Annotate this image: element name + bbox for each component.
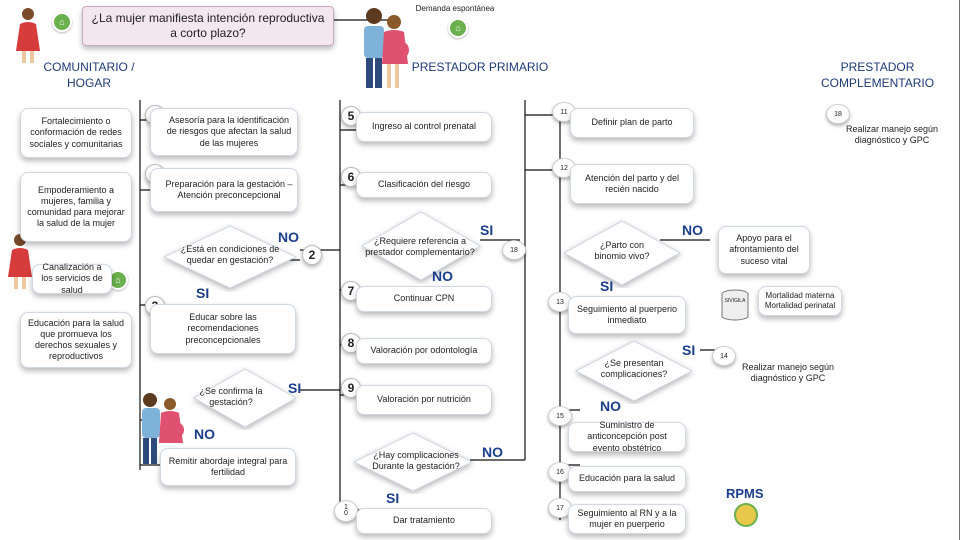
continue-cpn-box: Continuar CPN [356,286,492,312]
risk-counseling-text: Asesoría para la identificación de riesg… [166,115,292,148]
rpms-badge-icon [734,503,758,527]
answer-no: NO [600,398,621,414]
home-icon: ⌂ [448,18,468,38]
community-empowerment-box: Empoderamiento a mujeres, familia y comu… [20,172,132,242]
birth-plan-box: Definir plan de parto [570,108,694,138]
nutrition-assessment-text: Valoración por nutrición [377,394,471,405]
delivery-care-text: Atención del parto y del recién nacido [584,172,680,194]
contraception-box: Suministro de anticoncepción post evento… [568,420,686,453]
decision-diamond [352,432,474,492]
community-referral-box: Canalización a los servicios de salud [32,262,112,295]
community-networks-box: Fortalecimiento o conformación de redes … [20,108,132,158]
newborn-followup-box: Seguimiento al RN y a la mujer en puerpe… [568,504,686,534]
coping-support-text: Apoyo para el afrontamiento del suceso v… [729,233,799,266]
referral-question: ¿Requiere referencia a prestador complem… [365,236,475,258]
fertility-referral-text: Remitir abordaje integral para fertilida… [168,455,288,477]
couple-figure-icon [364,8,409,88]
answer-no: NO [682,222,703,238]
continue-cpn-text: Continuar CPN [393,293,455,304]
pregnancy-confirmed-question: ¿Se confirma la gestación? [199,386,263,408]
answer-yes: SI [386,490,400,506]
fertility-referral-box: Remitir abordaje integral para fertilida… [160,448,296,486]
nutrition-assessment-box: Valoración por nutrición [356,385,492,415]
preconception-education-text: Educar sobre las recomendaciones preconc… [185,312,261,345]
decision-diamond [192,368,298,428]
newborn-followup-text: Seguimiento al RN y a la mujer en puerpe… [577,507,677,529]
puerperium-followup-box: Seguimiento al puerperio inmediato [568,296,686,334]
live-birth-question: ¿Parto con binomio vivo? [594,240,650,262]
dental-assessment-box: Valoración por odontología [356,338,492,364]
complementary-management-text: Realizar manejo según diagnóstico y GPC [845,124,939,146]
step-number: 18 [502,240,526,260]
step-number: 17 [548,498,572,518]
postpartum-complications-question: ¿Se presentan complicaciones? [600,358,668,380]
complications-question: ¿Hay complicaciones Durante la gestación… [372,450,460,472]
risk-classification-text: Clasificación del riesgo [377,179,471,190]
preconception-box: Preparación para la gestación – Atención… [150,168,298,212]
decision-diamond [574,340,694,402]
header-community: COMUNITARIO / HOGAR [43,60,135,90]
risk-counseling-box: Asesoría para la identificación de riesg… [150,108,298,156]
preconception-education-box: Educar sobre las recomendaciones preconc… [150,304,296,354]
community-education-box: Educación para la salud que promueva los… [20,312,132,368]
sivigila-label: SIVIGILA [724,298,746,304]
answer-yes: SI [480,222,494,238]
home-icon: ⌂ [52,12,72,32]
intention-question-box: ¿La mujer manifiesta intención reproduct… [82,6,334,46]
treatment-box: Dar tratamiento [356,508,492,534]
treatment-text: Dar tratamiento [392,515,456,526]
preconception-text: Preparación para la gestación – Atención… [165,178,293,200]
puerperal-management-text: Realizar manejo según diagnóstico y GPC [741,362,835,384]
community-education-text: Educación para la salud que promueva los… [27,317,125,362]
step-number: 18 [826,104,850,124]
couple-figure-icon [142,393,184,464]
community-empowerment-text: Empoderamiento a mujeres, familia y comu… [27,184,125,229]
birth-plan-text: Definir plan de parto [591,117,673,128]
step-number: 2 [302,245,322,265]
header-complementary-provider: PRESTADOR COMPLEMENTARIO [820,60,935,90]
intention-question: ¿La mujer manifiesta intención reproduct… [91,11,325,40]
delivery-care-box: Atención del parto y del recién nacido [570,164,694,204]
step-number: 14 [712,346,736,366]
decision-diamond [360,211,482,281]
answer-yes: SI [600,278,614,294]
database-icon [721,289,749,321]
health-education-text: Educación para la salud [578,473,676,484]
risk-classification-box: Clasificación del riesgo [356,172,492,198]
community-referral-text: Canalización a los servicios de salud [41,262,103,295]
header-primary-provider: PRESTADOR PRIMARIO [411,60,549,74]
prenatal-entry-box: Ingreso al control prenatal [356,112,492,142]
spontaneous-demand-label: Demanda espontánea [415,4,495,13]
mortality-box: Mortalidad materna Mortalidad perinatal [758,286,842,316]
community-networks-text: Fortalecimiento o conformación de redes … [29,116,123,149]
answer-yes: SI [682,342,696,358]
answer-no: NO [278,229,299,245]
coping-support-box: Apoyo para el afrontamiento del suceso v… [718,226,810,274]
answer-no: NO [194,426,215,442]
mortality-text: Mortalidad materna Mortalidad perinatal [764,291,836,310]
answer-yes: SI [196,285,210,301]
rpms-label: RPMS [726,486,764,501]
answer-no: NO [432,268,453,284]
answer-no: NO [482,444,503,460]
step-number: 15 [548,406,572,426]
woman-figure-icon [16,8,40,63]
decision-diamond [162,225,298,289]
puerperium-followup-text: Seguimiento al puerperio inmediato [576,303,678,325]
contraception-text: Suministro de anticoncepción post evento… [587,420,667,453]
dental-assessment-text: Valoración por odontología [370,345,478,356]
decision-diamond [562,220,682,286]
prenatal-entry-text: Ingreso al control prenatal [371,121,477,132]
health-education-box: Educación para la salud [568,466,686,492]
answer-yes: SI [288,380,302,396]
can-conceive-question: ¿Está en condiciones de quedar en gestac… [180,244,280,266]
